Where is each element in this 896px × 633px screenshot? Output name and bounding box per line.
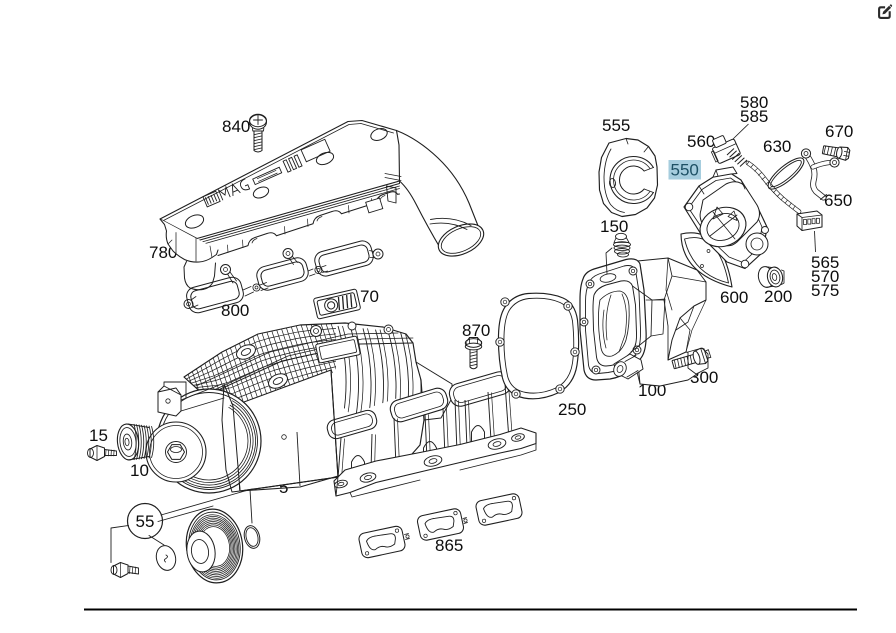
svg-text:150: 150 (600, 217, 628, 236)
svg-text:670: 670 (825, 122, 853, 141)
svg-text:10: 10 (130, 461, 149, 480)
svg-text:550: 550 (671, 161, 699, 180)
svg-text:865: 865 (435, 536, 463, 555)
svg-text:650: 650 (824, 191, 852, 210)
svg-text:600: 600 (720, 288, 748, 307)
svg-text:565: 565 (811, 253, 839, 272)
svg-text:15: 15 (89, 426, 108, 445)
svg-text:250: 250 (558, 400, 586, 419)
svg-text:55: 55 (136, 512, 155, 531)
svg-text:200: 200 (764, 287, 792, 306)
svg-text:580: 580 (740, 93, 768, 112)
svg-text:630: 630 (763, 137, 791, 156)
svg-text:585: 585 (740, 107, 768, 126)
svg-text:800: 800 (221, 301, 249, 320)
svg-text:840: 840 (222, 117, 250, 136)
svg-text:5: 5 (279, 478, 288, 497)
svg-text:575: 575 (811, 281, 839, 300)
svg-text:570: 570 (811, 267, 839, 286)
svg-text:560: 560 (687, 132, 715, 151)
svg-text:870: 870 (462, 321, 490, 340)
svg-text:70: 70 (360, 287, 379, 306)
svg-text:555: 555 (602, 116, 630, 135)
